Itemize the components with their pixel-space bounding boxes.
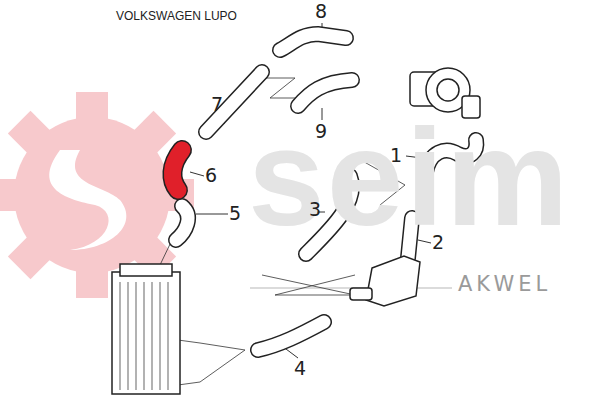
gear-logo xyxy=(0,92,194,298)
callout-number: 6 xyxy=(205,166,217,185)
intercooler xyxy=(112,264,180,394)
brand-name: AKWEL xyxy=(458,274,551,295)
callout-number: 8 xyxy=(315,2,327,21)
callout-number: 7 xyxy=(211,95,223,114)
watermark: seim xyxy=(248,108,571,246)
highlighted-hose xyxy=(172,150,182,190)
diagram-title: VOLKSWAGEN LUPO xyxy=(116,10,237,22)
highlighted-hose xyxy=(172,150,182,190)
callout-number: 3 xyxy=(309,200,321,219)
valve-body xyxy=(350,256,420,306)
callout-number: 4 xyxy=(294,359,306,378)
callout-number: 1 xyxy=(390,146,402,165)
callout-number: 2 xyxy=(432,233,444,252)
callout-number: 9 xyxy=(315,122,327,141)
callout-number: 5 xyxy=(229,204,241,223)
